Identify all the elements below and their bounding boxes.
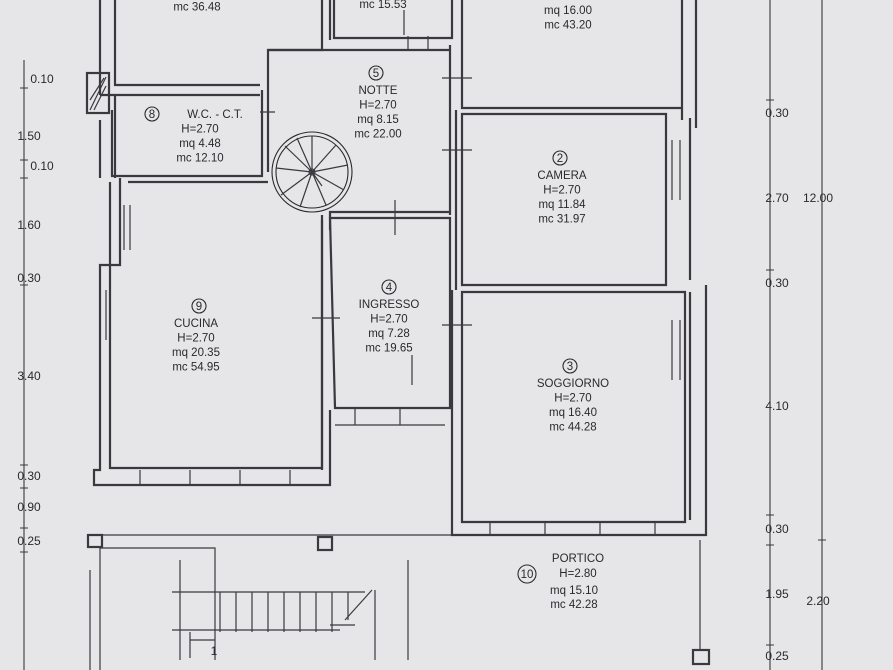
- room-cucina-number-circle: [191, 298, 207, 314]
- room-ingresso-area: mq 7.28: [368, 328, 410, 340]
- dimension-right-2: 0.30: [765, 276, 789, 290]
- room-top-right-area: mq 16.00: [544, 5, 592, 17]
- room-cucina-area: mq 20.35: [172, 347, 220, 359]
- dimension-right-5: 1.95: [765, 587, 789, 601]
- room-camera-number: 2: [557, 153, 563, 165]
- room-soggiorno-height: H=2.70: [554, 393, 591, 405]
- room-wc-number-circle: [144, 106, 160, 122]
- room-cucina-name: CUCINA: [174, 318, 218, 330]
- room-wc-area: mq 4.48: [179, 138, 221, 150]
- dimension-left-8: 0.25: [17, 534, 41, 548]
- dimension-left-1: 1.50: [17, 129, 41, 143]
- dimension-outer-1: 2.20: [806, 594, 830, 608]
- stair-marker: 1: [211, 644, 218, 658]
- room-camera-height: H=2.70: [543, 185, 580, 197]
- room-portico-number: 10: [521, 569, 534, 581]
- spiral-staircase: [271, 131, 353, 213]
- dimension-right-3: 4.10: [765, 399, 789, 413]
- dimension-left-7: 0.90: [17, 500, 41, 514]
- dimension-left-0: 0.10: [30, 72, 54, 86]
- dimension-right-0: 0.30: [765, 106, 789, 120]
- room-ingresso-volume: mc 19.65: [365, 343, 412, 355]
- room-soggiorno-number: 3: [567, 361, 573, 373]
- room-ingresso-number: 4: [386, 282, 393, 294]
- room-wc-height: H=2.70: [181, 124, 218, 136]
- room-cucina-volume: mc 54.95: [172, 362, 219, 374]
- room-camera-name: CAMERA: [537, 170, 587, 182]
- dimension-outer-0: 12.00: [803, 191, 833, 205]
- dimension-left-6: 0.30: [17, 469, 41, 483]
- room-top-right-volume: mc 43.20: [544, 20, 591, 32]
- room-top-mid-volume: mc 15.53: [359, 0, 406, 11]
- room-wc-name: W.C. - C.T.: [187, 109, 243, 121]
- room-portico-area: mq 15.10: [550, 585, 598, 597]
- room-cucina-number: 9: [196, 301, 202, 313]
- room-notte-number: 5: [373, 68, 379, 80]
- room-notte-number-circle: [368, 65, 384, 81]
- room-wc-number: 8: [149, 109, 155, 121]
- room-notte-volume: mc 22.00: [354, 129, 401, 141]
- room-notte-height: H=2.70: [359, 100, 396, 112]
- dimension-left-3: 1.60: [17, 218, 41, 232]
- room-notte-name: NOTTE: [359, 85, 398, 97]
- room-soggiorno-area: mq 16.40: [549, 407, 597, 419]
- dimension-right-1: 2.70: [765, 191, 789, 205]
- room-soggiorno-number-circle: [562, 358, 578, 374]
- room-ingresso-name: INGRESSO: [359, 299, 420, 311]
- dimension-right-4: 0.30: [765, 522, 789, 536]
- room-ingresso-number-circle: [381, 279, 397, 295]
- room-top-left-volume: mc 36.48: [173, 2, 220, 14]
- room-portico-volume: mc 42.28: [550, 599, 597, 611]
- room-soggiorno-volume: mc 44.28: [549, 422, 596, 434]
- room-cucina-height: H=2.70: [177, 333, 214, 345]
- dimension-left-4: 0.30: [17, 271, 41, 285]
- room-portico-number-circle: [517, 564, 537, 584]
- room-wc-volume: mc 12.10: [176, 153, 223, 165]
- dimension-left-5: 3.40: [17, 369, 41, 383]
- room-portico-name: PORTICO: [552, 553, 604, 565]
- room-camera-area: mq 11.84: [538, 199, 586, 211]
- room-soggiorno-name: SOGGIORNO: [537, 378, 609, 390]
- walls: [85, 0, 711, 670]
- room-ingresso-height: H=2.70: [370, 314, 407, 326]
- room-camera-volume: mc 31.97: [538, 214, 585, 226]
- room-notte-area: mq 8.15: [357, 114, 399, 126]
- room-portico-height: H=2.80: [559, 568, 596, 580]
- dimension-right-6: 0.25: [765, 649, 789, 663]
- dimension-left-2: 0.10: [30, 159, 54, 173]
- room-camera-number-circle: [552, 150, 568, 166]
- dimension-lines: [20, 0, 826, 670]
